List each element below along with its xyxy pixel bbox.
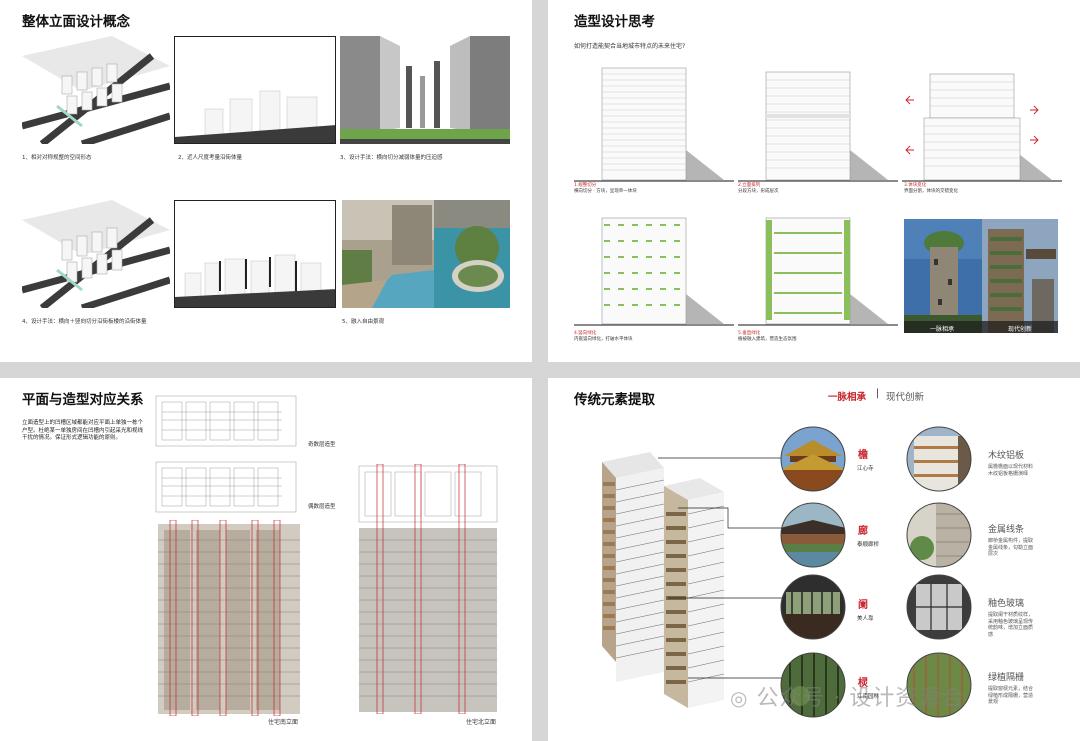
metal-line-photo	[906, 502, 972, 568]
floor-plans-drawing	[155, 395, 297, 513]
street-elevation-image	[175, 90, 335, 143]
tag-modern: 现代创新	[886, 392, 925, 403]
design-question: 如何打造能契合当地城市特点的未来住宅?	[574, 43, 686, 50]
modern-tower-photo	[982, 219, 1058, 333]
tag-separator: |	[876, 388, 880, 399]
study-caption-2: 2.立面排列 分段方块，形成层次	[738, 183, 779, 194]
tag-heritage: 一脉相承	[828, 392, 867, 403]
leader-lines	[658, 457, 788, 679]
covered-bridge-photo	[780, 502, 846, 568]
caption-5: 5、融入自由景观	[342, 319, 384, 325]
element-desc-railing: 提取阑干材质纹样，采用釉色玻璃呈现传统韵味，增加立面质感	[988, 612, 1034, 638]
glazed-glass-photo	[906, 574, 972, 640]
watermark: ◎ 公众号 · 设计资源合	[730, 686, 965, 711]
element-char-railing: 阑	[858, 600, 868, 611]
green-screen-photo	[906, 652, 972, 718]
element-name-corridor: 金属线条	[988, 525, 1025, 535]
tower-study-3	[902, 73, 1062, 182]
temple-eave-photo	[780, 426, 846, 492]
element-name-lattice: 绿植隔栅	[988, 673, 1025, 683]
study-caption-5: 5.垂直绿化 植被融入建筑，营造生态氛围	[738, 331, 797, 342]
caption-3: 3、设计手法：横向切分减弱体量的压迫感	[340, 155, 443, 161]
north-elevation-drawing	[358, 464, 498, 714]
photo-label-heritage: 一脉相承	[930, 326, 955, 333]
study-caption-4: 4.竖向绿化 内嵌竖向绿化，打破水平体块	[574, 331, 633, 342]
element-name-eave: 木纹铝板	[988, 451, 1025, 461]
railing-seat-photo	[780, 574, 846, 640]
slide-title: 造型设计思考	[574, 14, 655, 30]
element-name-railing: 釉色玻璃	[988, 599, 1025, 609]
tower-study-2	[738, 71, 898, 182]
plan-paragraph: 立面造型上的凹槽区域都能对应平面上单独一栋个户型。杜绝某一单独房间在凹槽内引起采…	[22, 420, 144, 441]
element-char-corridor: 廊	[858, 526, 868, 537]
tower-study-4	[574, 217, 734, 326]
street-elevation-image-2	[175, 254, 335, 307]
element-char-eave: 檐	[858, 450, 868, 461]
element-desc-lattice: 提取窗棂元素，结合绿植形成隔栅，营造景观	[988, 686, 1034, 705]
element-desc-corridor: 廊桥金属构件，提取金属线条，勾勒立面层次	[988, 538, 1034, 557]
caption-1: 1、相对对称规整的空间形态	[22, 155, 92, 161]
wechat-icon: ◎	[730, 686, 749, 710]
element-place-lattice: 江南园林	[857, 694, 880, 700]
slide-title: 整体立面设计概念	[22, 14, 130, 30]
slide-title: 传统元素提取	[574, 392, 655, 408]
tower-study-1	[574, 67, 734, 182]
ancient-pagoda-photo	[904, 219, 982, 333]
slide-form-design: 造型设计思考 如何打造能契合当地城市特点的未来住宅?	[548, 0, 1080, 362]
element-place-eave: 江心寺	[857, 466, 874, 472]
slide-traditional-elements: 传统元素提取 一脉相承 | 现代创新	[548, 378, 1080, 741]
label-north-elevation: 住宅北立面	[466, 719, 497, 726]
street-perspective-image	[340, 36, 510, 144]
slide-plan-elevation: 平面与造型对应关系 立面造型上的凹槽区域都能对应平面上单独一栋个户型。杜绝某一单…	[0, 378, 532, 741]
site-model-image	[22, 36, 170, 144]
label-odd-floor: 奇数层造型	[308, 442, 336, 448]
garden-lattice-photo	[780, 652, 846, 718]
study-caption-1: 1.规整切分 横向切分 · 方块，呈现单一体块	[574, 183, 637, 194]
photo-label-modern: 现代创新	[1008, 326, 1033, 333]
label-even-floor: 偶数层造型	[308, 504, 336, 510]
landscape-photo	[342, 200, 510, 308]
element-place-corridor: 泰顺廊桥	[857, 542, 880, 548]
caption-4: 4、设计手法：横向＋竖向切分沿街板楼的沿街体量	[22, 319, 147, 325]
study-caption-3: 3.体块变化 界面分割，体块的交错变化	[904, 183, 958, 194]
site-model-image-2	[22, 200, 170, 308]
street-elevation-frame	[174, 36, 336, 144]
element-char-lattice: 棂	[858, 678, 868, 689]
slide-title: 平面与造型对应关系	[22, 392, 144, 408]
element-place-railing: 美人靠	[857, 616, 874, 622]
tower-study-5	[738, 217, 898, 326]
wood-aluminum-photo	[906, 426, 972, 492]
slide-facade-concept: 整体立面设计概念	[0, 0, 532, 362]
street-elevation-frame-2	[174, 200, 336, 308]
isometric-building	[602, 452, 725, 708]
element-desc-eave: 属檐檐面以现代材料木纹铝板格栅演绎	[988, 464, 1034, 477]
south-elevation-drawing	[158, 520, 300, 716]
label-south-elevation: 住宅南立面	[268, 719, 299, 726]
caption-2: 2、近人尺度考量沿街体量	[178, 155, 243, 161]
